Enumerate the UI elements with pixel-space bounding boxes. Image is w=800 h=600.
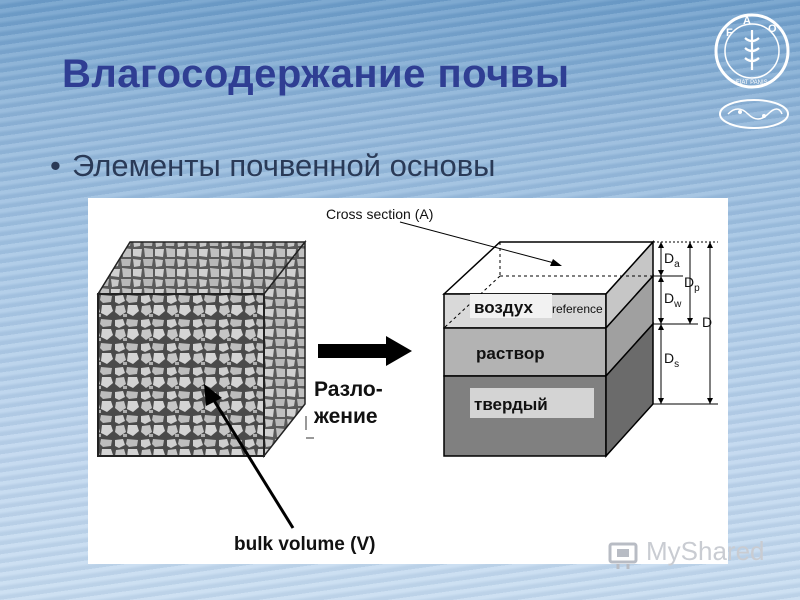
fao-badge-icon: [719, 99, 789, 129]
fao-motto: FIAT PANIS: [736, 80, 768, 86]
dimension-label-da: Da: [664, 250, 680, 270]
decomposition-label-line2: жение: [314, 405, 378, 428]
decomposition-arrow: [318, 336, 412, 366]
solution-layer-label: раствор: [476, 344, 545, 363]
reference-label: reference: [552, 302, 603, 316]
dimension-label-dp: Dp: [684, 274, 700, 294]
soil-cube: [96, 239, 307, 459]
svg-text:O: O: [768, 23, 777, 35]
solid-layer-label: твердый: [474, 395, 548, 414]
solid-label-box: [470, 388, 594, 418]
diagram-panel: Cross section (A) Разло- жение bulk volu…: [88, 198, 728, 564]
dimension-label-ds: Ds: [664, 350, 680, 370]
dimension-label-dw: Dw: [664, 290, 682, 310]
slide-title: Влагосодержание почвы: [62, 52, 570, 96]
bullet-item: • Элементы почвенной основы: [50, 148, 495, 184]
air-layer-label: воздух: [474, 298, 533, 317]
fao-logo-icon: F A O FIAT PANIS: [714, 13, 790, 89]
svg-text:A: A: [743, 15, 751, 27]
bullet-text: Элементы почвенной основы: [72, 148, 496, 183]
decomposition-label-line1: Разло-: [314, 378, 383, 401]
dimension-label-d: D: [702, 314, 713, 330]
bulk-volume-label: bulk volume (V): [234, 534, 376, 555]
svg-text:F: F: [726, 27, 733, 39]
decomposition-label: Разло- жение: [314, 376, 404, 430]
layered-box: [442, 240, 655, 458]
watermark-text: MyShared: [646, 536, 765, 566]
soil-diagram: [96, 221, 718, 529]
cross-section-label: Cross section (A): [326, 206, 434, 222]
cross-section-pointer: [399, 221, 562, 266]
dimension-arrowheads: [658, 242, 713, 404]
bulk-volume-pointer: [204, 384, 295, 529]
air-label-box: [470, 294, 552, 318]
watermark-logo-icon: [608, 542, 638, 569]
bullet-dot-icon: •: [50, 148, 61, 183]
